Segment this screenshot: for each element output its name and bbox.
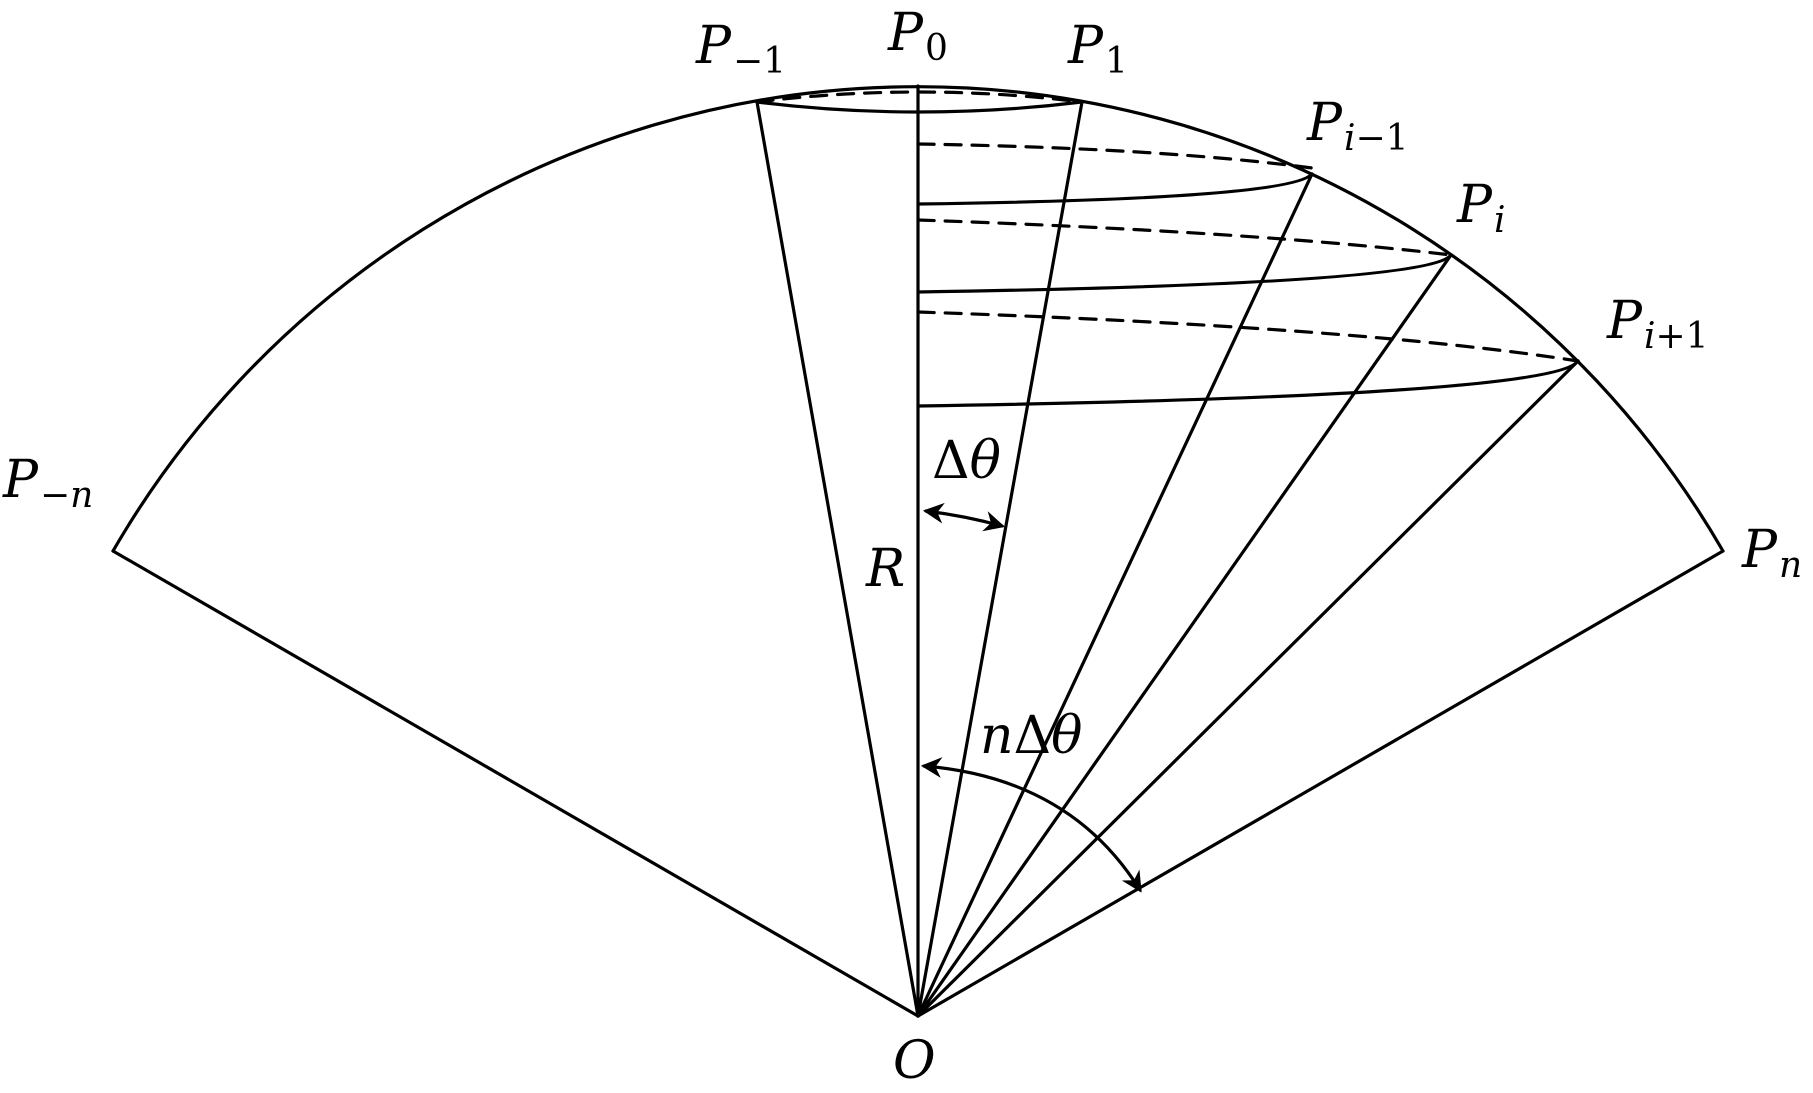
- label-p-0: P0: [887, 3, 948, 69]
- ring-solid-p-i-minus-1: [916, 172, 1314, 206]
- label-p-i-plus-1: Pi+1: [1606, 291, 1709, 357]
- radius-line-p-minus-1: [755, 100, 920, 1018]
- ring-solid-p-i: [916, 253, 1453, 294]
- ring-dashed-p-i-minus-1: [916, 142, 1314, 170]
- label-p-minus-n: P−n: [2, 450, 93, 516]
- delta-theta-arrow: [922, 502, 1006, 532]
- radius-line-p-n: [916, 549, 1725, 1018]
- label-p-minus-1: P−1: [695, 16, 786, 82]
- radius-line-p-i-plus-1: [916, 359, 1580, 1018]
- radius-line-p-minus-n: [111, 549, 920, 1018]
- radius-line-p-i-minus-1: [916, 172, 1314, 1018]
- label-delta-theta: Δθ: [932, 431, 1001, 491]
- ring-dashed-p-i: [916, 218, 1453, 257]
- label-n-delta-theta: nΔθ: [980, 706, 1082, 766]
- n-delta-theta-arrow: [920, 757, 1142, 893]
- label-origin: O: [893, 1031, 936, 1091]
- radius-line-p-i: [916, 253, 1453, 1018]
- label-radius: R: [865, 539, 905, 599]
- label-p-i-minus-1: Pi−1: [1306, 93, 1409, 159]
- ring-top-front: [755, 100, 1084, 114]
- label-p-i: Pi: [1456, 175, 1506, 241]
- label-p-n: Pn: [1741, 520, 1802, 586]
- ring-dashed-p-i-plus-1: [916, 310, 1580, 363]
- ring-top-back: [755, 90, 1084, 104]
- label-p-1: P1: [1067, 16, 1128, 82]
- ring-solid-p-i-plus-1: [916, 359, 1580, 408]
